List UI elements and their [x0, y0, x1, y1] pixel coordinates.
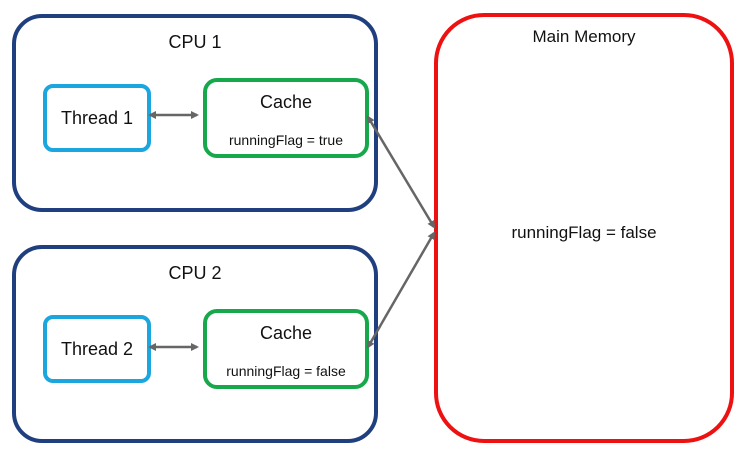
- main-memory-value: runningFlag = false: [511, 223, 657, 242]
- cpu-1-cache-box: Cache runningFlag = true: [203, 78, 369, 158]
- thread-2-box: Thread 2: [43, 315, 151, 383]
- cpu-2-cache-value: runningFlag = false: [226, 363, 346, 379]
- thread-2-label: Thread 2: [60, 338, 134, 359]
- cpu-1-cache-value: runningFlag = true: [228, 132, 344, 148]
- cpu-1-cache-title: Cache: [259, 92, 313, 112]
- cpu-2-cache-box: Cache runningFlag = false: [203, 309, 369, 389]
- main-memory-box: Main Memory runningFlag = false: [434, 13, 734, 443]
- cpu-2-box: CPU 2 Thread 2 Cache runningFlag = false: [12, 245, 378, 443]
- cpu-1-title: CPU 1: [168, 32, 222, 52]
- cpu-1-box: CPU 1 Thread 1 Cache runningFlag = true: [12, 14, 378, 212]
- cpu-2-title: CPU 2: [168, 263, 222, 283]
- thread-1-box: Thread 1: [43, 84, 151, 152]
- main-memory-title: Main Memory: [532, 27, 636, 46]
- cpu-2-cache-title: Cache: [259, 323, 313, 343]
- thread-1-label: Thread 1: [60, 107, 134, 128]
